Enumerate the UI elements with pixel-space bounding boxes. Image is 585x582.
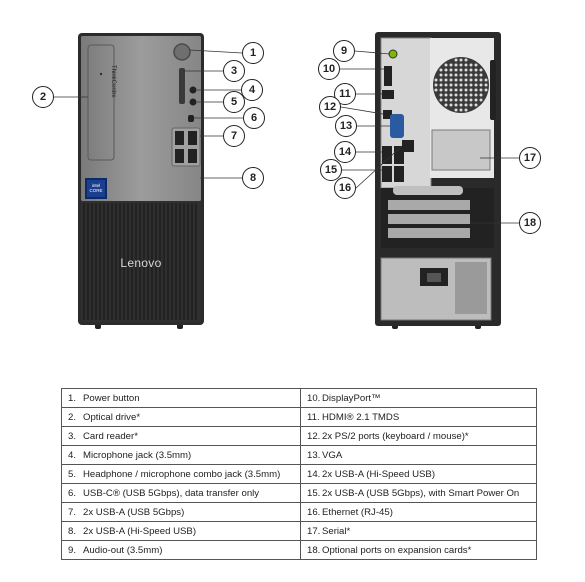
legend-number: 5. [68,468,77,480]
legend-number: 2. [68,411,77,423]
legend-text: USB-C® (USB 5Gbps), data transfer only [83,487,260,499]
legend-text: Ethernet (RJ-45) [322,506,393,518]
legend-cell-right: 15.2x USB-A (USB 5Gbps), with Smart Powe… [300,483,537,503]
legend-cell-right: 17.Serial* [300,521,537,541]
legend-row: 5. Headphone / microphone combo jack (3.5… [61,464,537,484]
legend-cell-right: 14.2x USB-A (Hi-Speed USB) [300,464,537,484]
legend-text: Power button [83,392,140,404]
legend-number: 6. [68,487,77,499]
port-legend-table: 1. Power button 10.DisplayPort™ 2. Optical d… [61,388,537,560]
callout-3: 3 [223,60,245,82]
legend-number: 13. [307,449,321,461]
legend-cell-right: 16.Ethernet (RJ-45) [300,502,537,522]
intel-badge: intel CORE [89,183,103,193]
callout-8: 8 [242,167,264,189]
legend-row: 3. Card reader* 12.2x PS/2 ports (keyboard… [61,426,537,446]
legend-text: HDMI® 2.1 TMDS [322,411,400,423]
legend-number: 7. [68,506,77,518]
lenovo-logo: Lenovo [120,256,162,270]
legend-cell-right: 13.VGA [300,445,537,465]
legend-cell-right: 10.DisplayPort™ [300,388,537,408]
legend-cell-left: 7. 2x USB-A (USB 5Gbps) [61,502,301,522]
legend-number: 1. [68,392,77,404]
legend-text: Headphone / microphone combo jack (3.5mm… [83,468,281,480]
front-view: ThinkCentre [78,33,204,329]
legend-text: Card reader* [83,430,138,442]
legend-cell-left: 2. Optical drive* [61,407,301,427]
legend-number: 12. [307,430,321,442]
legend-text: DisplayPort™ [322,392,381,404]
callout-14: 14 [334,141,356,163]
legend-cell-left: 3. Card reader* [61,426,301,446]
legend-number: 14. [307,468,321,480]
legend-text: Optical drive* [83,411,141,423]
callout-16: 16 [334,177,356,199]
callout-leaders [53,49,519,224]
legend-text: Serial* [322,525,351,537]
rear-view [375,32,501,329]
legend-cell-right: 12.2x PS/2 ports (keyboard / mouse)* [300,426,537,446]
legend-number: 18. [307,544,321,556]
legend-number: 17. [307,525,321,537]
legend-number: 10. [307,392,321,404]
legend-cell-right: 18.Optional ports on expansion cards* [300,540,537,560]
callout-1: 1 [242,42,264,64]
legend-text: 2x USB-A (Hi-Speed USB) [83,525,197,537]
callout-18: 18 [519,212,541,234]
legend-cell-left: 6. USB-C® (USB 5Gbps), data transfer only [61,483,301,503]
legend-text: 2x PS/2 ports (keyboard / mouse)* [322,430,469,442]
legend-cell-right: 11.HDMI® 2.1 TMDS [300,407,537,427]
legend-row: 2. Optical drive* 11.HDMI® 2.1 TMDS [61,407,537,427]
callout-13: 13 [335,115,357,137]
legend-text: 2x USB-A (USB 5Gbps) [83,506,185,518]
callout-6: 6 [243,107,265,129]
legend-text: Audio-out (3.5mm) [83,544,163,556]
legend-number: 4. [68,449,77,461]
legend-number: 15. [307,487,321,499]
legend-number: 8. [68,525,77,537]
legend-cell-left: 5. Headphone / microphone combo jack (3.5… [61,464,301,484]
legend-row: 1. Power button 10.DisplayPort™ [61,388,537,408]
callout-9: 9 [333,40,355,62]
legend-text: VGA [322,449,343,461]
product-illustration: ThinkCentre intel CORE Lenovo [32,32,541,329]
legend-number: 9. [68,544,77,556]
legend-row: 4. Microphone jack (3.5mm) 13.VGA [61,445,537,465]
callout-4: 4 [241,79,263,101]
legend-row: 8. 2x USB-A (Hi-Speed USB) 17.Serial* [61,521,537,541]
legend-cell-left: 9. Audio-out (3.5mm) [61,540,301,560]
legend-cell-left: 8. 2x USB-A (Hi-Speed USB) [61,521,301,541]
callout-2: 2 [32,86,54,108]
callout-17: 17 [519,147,541,169]
legend-text: Optional ports on expansion cards* [322,544,472,556]
legend-text: Microphone jack (3.5mm) [83,449,192,461]
callout-15: 15 [320,159,342,181]
legend-cell-left: 1. Power button [61,388,301,408]
legend-number: 16. [307,506,321,518]
callout-11: 11 [334,83,356,105]
callout-7: 7 [223,125,245,147]
legend-row: 6. USB-C® (USB 5Gbps), data transfer only… [61,483,537,503]
callout-5: 5 [223,91,245,113]
legend-row: 9. Audio-out (3.5mm) 18.Optional ports on … [61,540,537,560]
callout-12: 12 [319,96,341,118]
thinkcentre-label: ThinkCentre [110,65,116,98]
legend-row: 7. 2x USB-A (USB 5Gbps) 16.Ethernet (RJ-45… [61,502,537,522]
legend-number: 3. [68,430,77,442]
legend-number: 11. [307,411,320,423]
legend-text: 2x USB-A (Hi-Speed USB) [322,468,436,480]
legend-cell-left: 4. Microphone jack (3.5mm) [61,445,301,465]
callout-10: 10 [318,58,340,80]
legend-text: 2x USB-A (USB 5Gbps), with Smart Power O… [322,487,520,499]
